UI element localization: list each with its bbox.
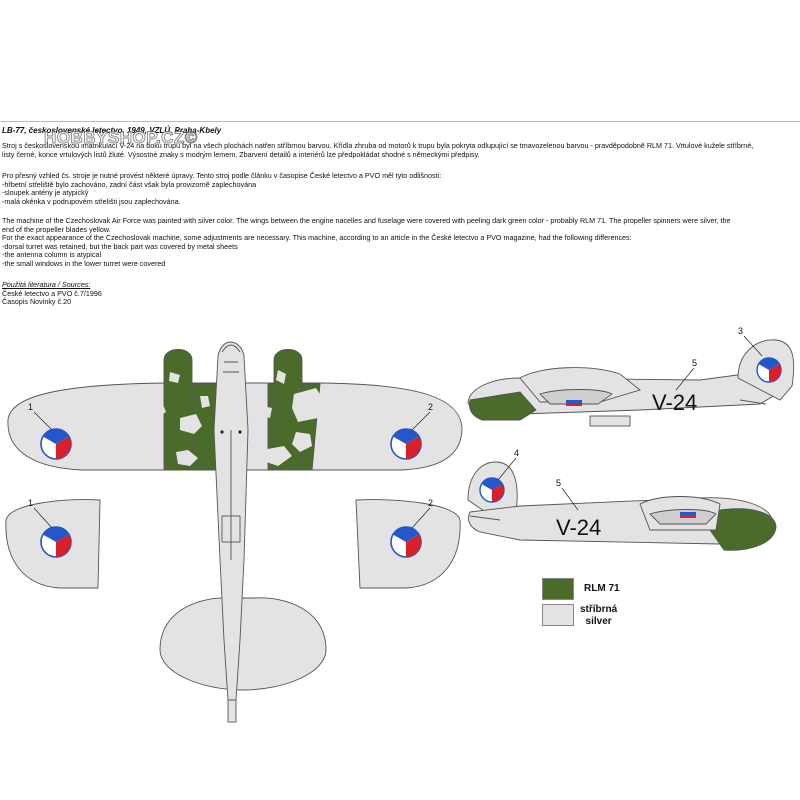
roundel-lower-right [390, 526, 422, 558]
legend-label-silver: stříbrná silver [580, 604, 617, 628]
side-view-upper [467, 339, 795, 427]
wing-side-upper [539, 389, 613, 405]
fuselage-flag-upper [566, 400, 582, 406]
nose-green-upper [469, 391, 537, 421]
roundel-lower-left [40, 526, 72, 558]
callout-leaders [33, 411, 431, 529]
side-view-lower [467, 461, 777, 551]
english-line: For the exact appearance of the Czechosl… [2, 233, 632, 243]
watermark-logo: HOBBYSHOP.CZ© [44, 128, 198, 148]
top-view [7, 341, 463, 723]
english-line: end of the propeller blades yellow. [2, 224, 111, 234]
callout-1-top: 1 [28, 402, 33, 412]
cockpit-glazing [221, 344, 241, 373]
legend-swatch-rlm71 [542, 578, 574, 600]
legend-label-silver-cz: stříbrná [580, 604, 618, 615]
header-rule [0, 121, 800, 122]
callout-3: 3 [738, 326, 743, 336]
source-item: Časopis Novinky č.20 [2, 297, 72, 307]
peeling-patches [148, 370, 326, 466]
roundel-top-right [390, 428, 422, 460]
nose-green-lower [709, 508, 777, 551]
source-item: České letectvo a PVO č.7/1996 [2, 288, 102, 298]
english-description: The machine of the Czechoslovak Air Forc… [2, 216, 798, 269]
czech-bullet: -sloupek antény je atypický [2, 188, 89, 198]
czech-bullet: -hřbetní střeliště bylo zachováno, zadní… [2, 179, 257, 189]
czech-line: Pro přesný vzhled čs. stroje je nutné pr… [2, 171, 442, 180]
english-bullet: -dorsal turret was retained, but the bac… [2, 241, 238, 251]
legend-swatch-silver [542, 604, 574, 626]
czech-differences: Pro přesný vzhled čs. stroje je nutné pr… [2, 171, 798, 206]
roundel-top-left [40, 428, 72, 460]
callout-5-lower: 5 [556, 478, 561, 488]
tailplane [159, 597, 327, 691]
english-line: The machine of the Czechoslovak Air Forc… [2, 216, 731, 225]
czech-description: Stroj s československou imatrikulací V-2… [2, 141, 798, 159]
legend-label-rlm71: RLM 71 [584, 583, 620, 594]
callout-4: 4 [514, 448, 519, 458]
callout-5-upper: 5 [692, 358, 697, 368]
aircraft-code-upper: V-24 [652, 390, 697, 415]
roundel-fin-upper [756, 357, 782, 383]
page-title: LB-77, československé letectvo, 1949, VZ… [2, 126, 222, 135]
sources-block: Použitá literatura / Sources: České lete… [2, 280, 798, 307]
sources-heading: Použitá literatura / Sources: [2, 280, 91, 289]
aircraft-code-lower: V-24 [556, 515, 601, 540]
callout-1-lower: 1 [28, 498, 33, 508]
callout-2-top: 2 [428, 402, 433, 412]
fin-top [227, 699, 237, 723]
callout-2-lower: 2 [428, 498, 433, 508]
czech-bullet: -malá okénka v podrupovém střelišti jsou… [2, 196, 181, 206]
english-bullet: -the antenna column is atypical [2, 250, 102, 260]
czech-line: listy černé, konce vrtulových listů žlut… [2, 149, 480, 159]
gondola-upper [589, 415, 631, 427]
fuselage-flag-lower [680, 512, 696, 518]
legend-label-silver-en: silver [585, 616, 612, 627]
english-bullet: -the small windows in the lower turret w… [2, 258, 166, 268]
czech-line: Stroj s československou imatrikulací V-2… [2, 141, 754, 150]
roundel-fin-lower [479, 477, 505, 503]
